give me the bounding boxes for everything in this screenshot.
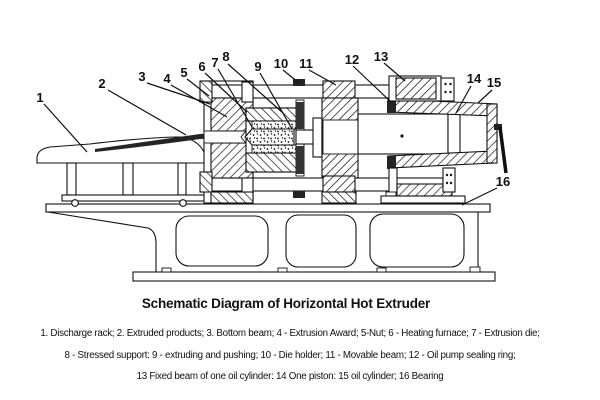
leader-2 xyxy=(107,89,187,136)
part-label-10: 10 xyxy=(274,56,288,71)
nut-top xyxy=(199,80,213,103)
liner-bottom xyxy=(251,144,297,154)
leader-8 xyxy=(227,63,284,114)
part-label-2: 2 xyxy=(98,76,105,91)
part-label-15: 15 xyxy=(487,75,501,90)
rack-wheel xyxy=(71,199,79,207)
piston-head xyxy=(447,112,461,154)
leader-10 xyxy=(282,69,300,84)
leader-7 xyxy=(217,68,253,128)
stem-flange xyxy=(312,117,323,158)
nut-bottom xyxy=(199,171,213,193)
cylinder-wall-top xyxy=(387,98,498,117)
leader-16 xyxy=(461,187,498,206)
rack-leg xyxy=(177,162,187,196)
rack-leg xyxy=(66,162,77,196)
cylinder-bottom-mount xyxy=(380,167,466,204)
cylinder-latch xyxy=(494,124,502,130)
leader-15 xyxy=(477,89,493,104)
figure-title: Schematic Diagram of Horizontal Hot Extr… xyxy=(141,296,431,311)
rack-foot-bar xyxy=(61,194,211,202)
furnace-hatch-bottom xyxy=(245,152,304,173)
die-holder-bolt-bottom xyxy=(293,191,305,198)
extruder-schematic: 1 2 3 4 5 6 7 8 9 10 11 12 13 14 15 16 xyxy=(36,49,510,282)
base-frame xyxy=(45,203,496,282)
part-label-12: 12 xyxy=(345,52,359,67)
beam-foot-pad xyxy=(321,191,357,204)
rack-wheel xyxy=(179,199,187,207)
leader-3 xyxy=(146,82,211,105)
part-label-11: 11 xyxy=(299,56,313,71)
oil-cylinder xyxy=(387,98,508,174)
piston xyxy=(357,112,461,155)
billet xyxy=(244,128,295,146)
support-pad xyxy=(380,195,466,204)
part-label-1: 1 xyxy=(36,90,43,105)
base-arch-opening xyxy=(369,213,465,268)
part-label-8: 8 xyxy=(222,49,229,64)
base-arch-opening xyxy=(285,214,357,268)
rod-anchor-bottom xyxy=(442,167,456,193)
oil-pump-sealing-ring-bottom xyxy=(387,156,396,169)
caption-line-1: 1. Discharge rack; 2. Extruded products;… xyxy=(40,328,540,339)
part-label-3: 3 xyxy=(138,69,145,84)
leader-lines xyxy=(43,62,498,206)
part-label-7: 7 xyxy=(211,55,218,70)
furnace-hatch-top xyxy=(245,107,304,122)
part-labels: 1 2 3 4 5 6 7 8 9 10 11 12 13 14 15 16 xyxy=(36,49,510,189)
leader-4 xyxy=(170,84,228,118)
part-label-16: 16 xyxy=(496,174,510,189)
cylinder-end-wall xyxy=(486,103,498,164)
leader-9 xyxy=(259,72,293,130)
piston-ram xyxy=(357,113,449,155)
part-label-5: 5 xyxy=(180,65,187,80)
beam-bushing-bottom xyxy=(322,175,356,193)
leader-14 xyxy=(455,85,472,114)
part-label-14: 14 xyxy=(467,71,482,86)
piston-dot xyxy=(400,134,404,138)
mount-tab xyxy=(385,191,397,197)
caption-line-3: 13 Fixed beam of one oil cylinder: 14 On… xyxy=(136,371,444,382)
leader-13 xyxy=(383,62,406,82)
heating-furnace-container xyxy=(244,107,304,173)
caption-line-2: 8 - Stressed support: 9 - extruding and … xyxy=(64,350,516,361)
beam-bushing-top xyxy=(322,80,356,99)
oil-pump-sealing-ring-top xyxy=(387,101,396,113)
base-arch-opening xyxy=(175,215,269,267)
base-bottom-flange xyxy=(132,271,496,282)
fixed-beam xyxy=(388,75,455,102)
platen-foot-pad xyxy=(210,191,254,204)
beam-hub xyxy=(322,119,359,155)
rack-leg xyxy=(122,162,134,196)
part-label-9: 9 xyxy=(254,59,261,74)
leader-5 xyxy=(186,78,210,97)
movable-beam xyxy=(321,80,359,204)
rod-anchor-top xyxy=(440,77,455,102)
leader-11 xyxy=(308,69,337,86)
leader-1 xyxy=(43,103,88,153)
part-label-13: 13 xyxy=(374,49,388,64)
part-label-6: 6 xyxy=(198,59,205,74)
cylinder-lever xyxy=(498,126,508,174)
leader-12 xyxy=(352,65,392,103)
part-label-4: 4 xyxy=(163,71,171,86)
